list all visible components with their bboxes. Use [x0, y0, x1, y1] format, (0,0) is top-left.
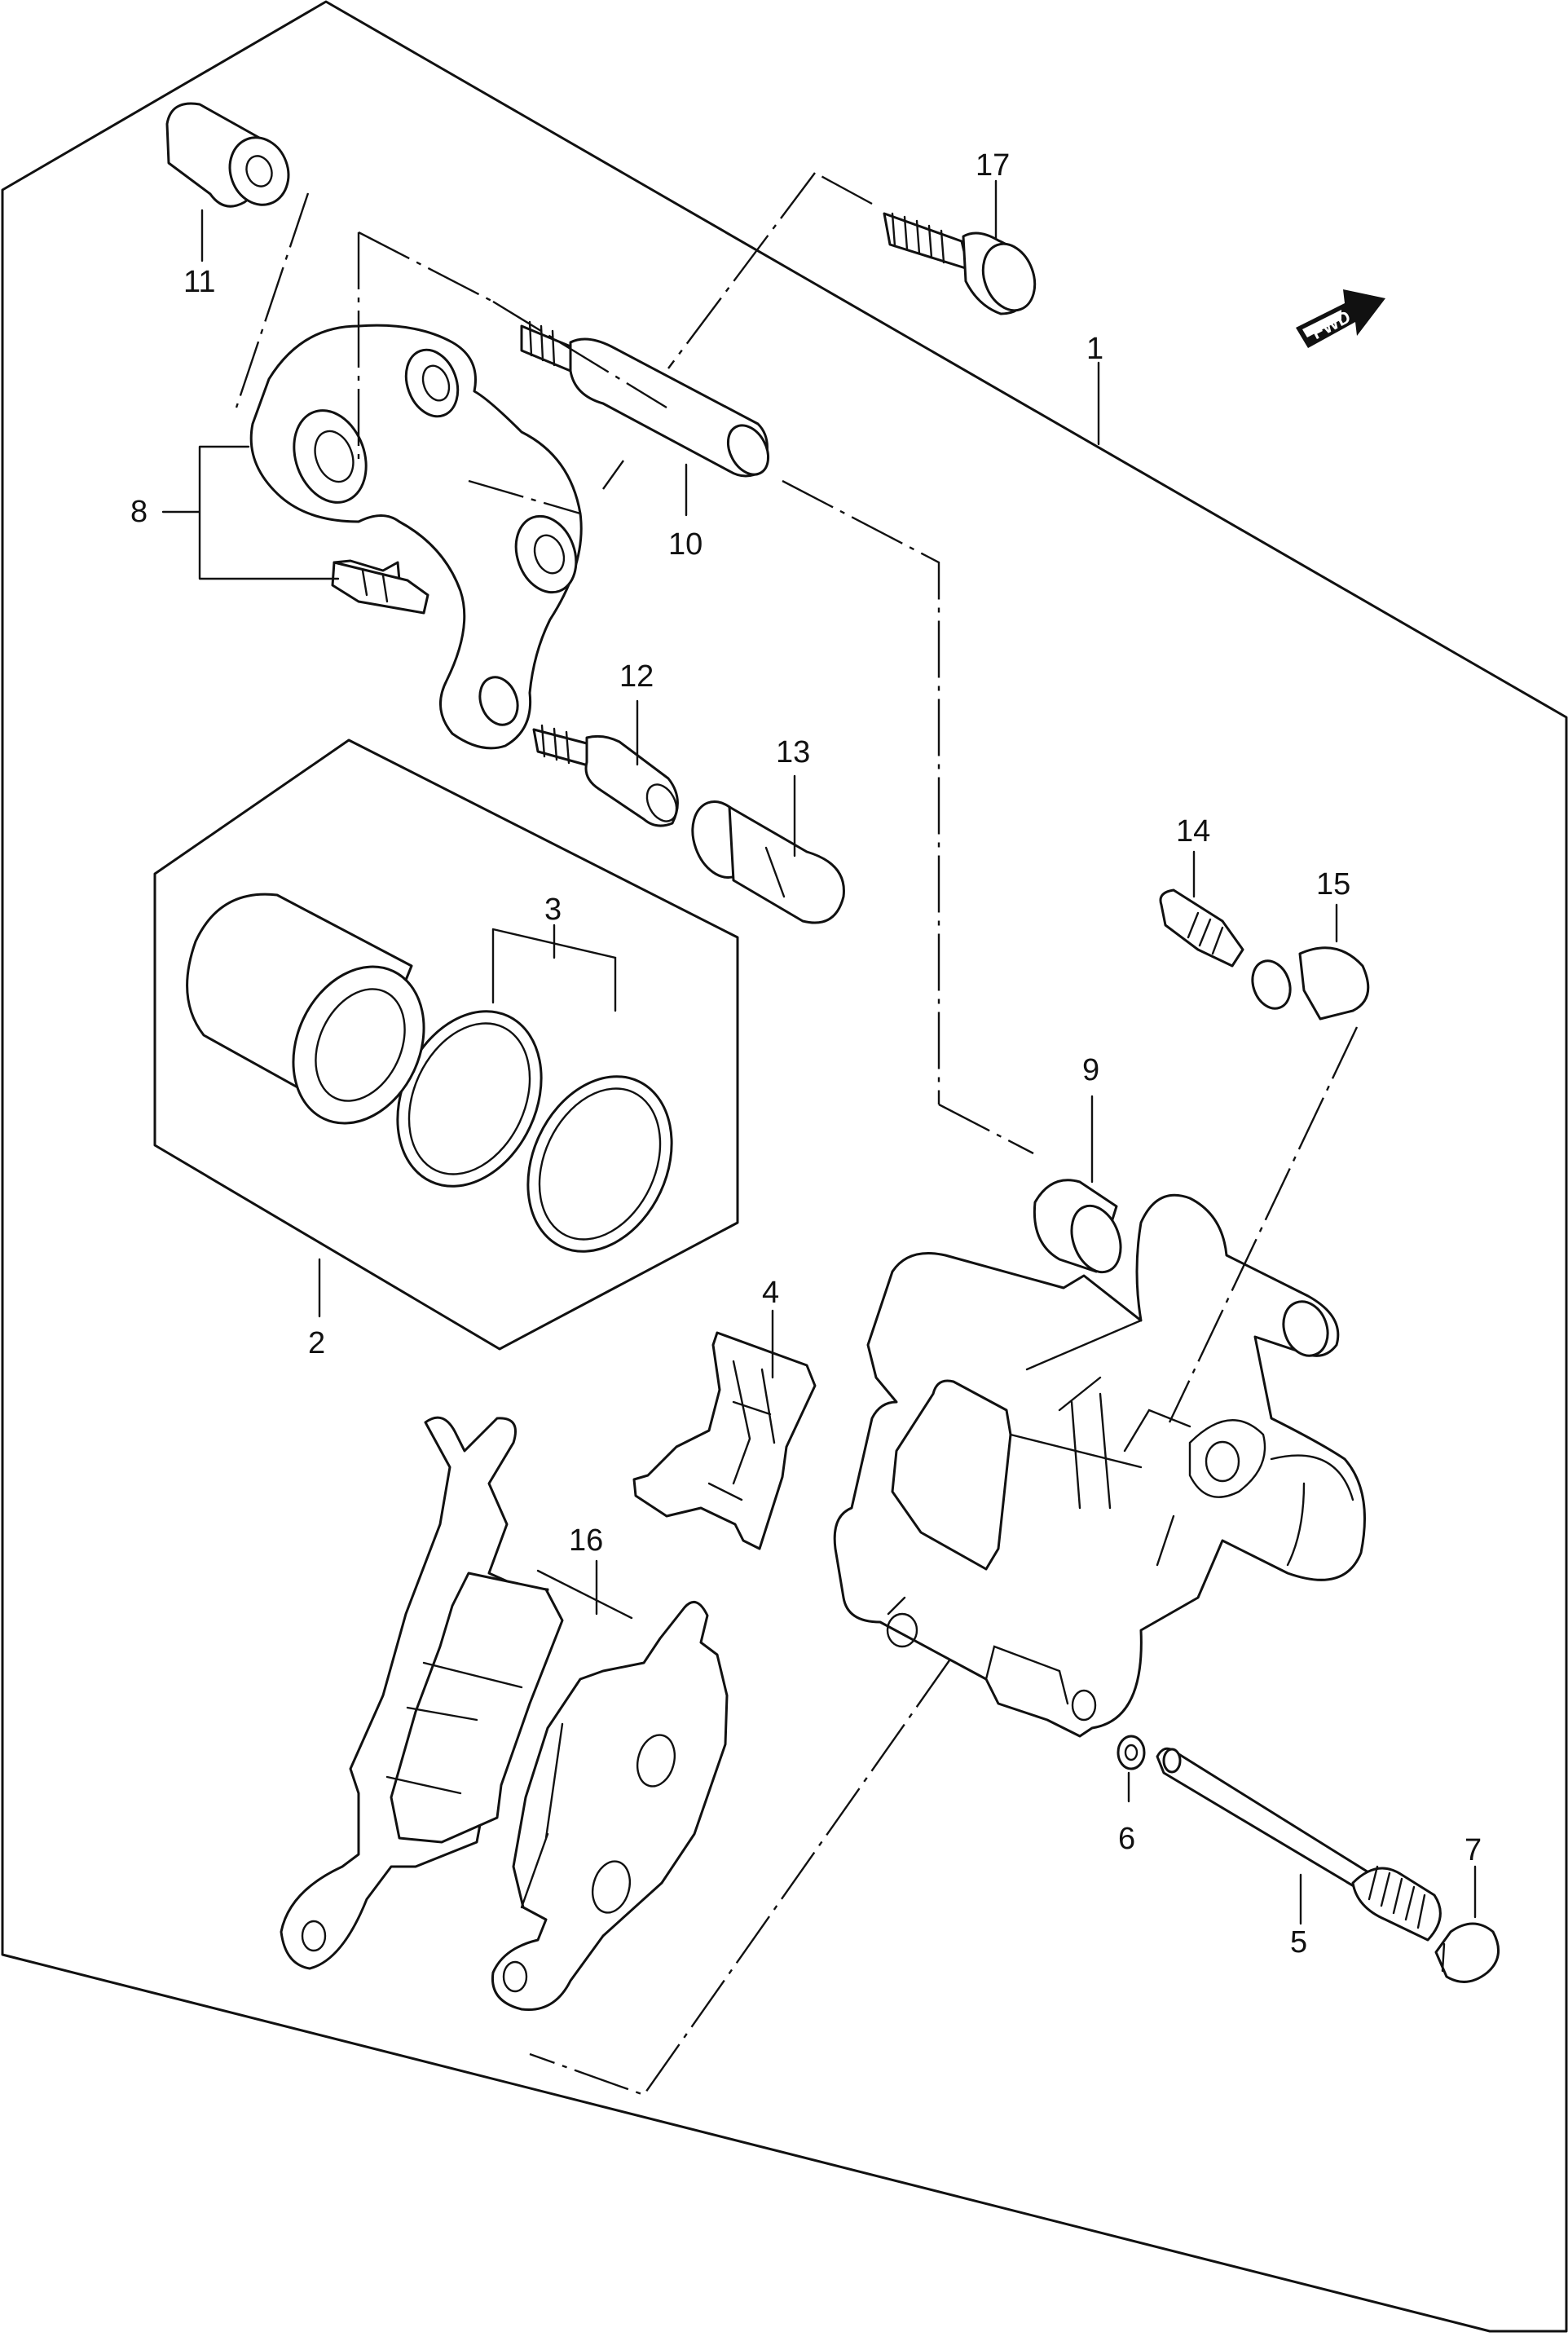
part-12-pin: [532, 724, 679, 827]
label-16: 16: [569, 1523, 603, 1558]
part-11-bushing: [165, 102, 290, 208]
label-12: 12: [619, 659, 654, 694]
label-4: 4: [762, 1276, 779, 1310]
label-14: 14: [1176, 814, 1210, 849]
part-15-cap: [1251, 946, 1370, 1021]
part-3-seals: [396, 1010, 673, 1253]
part-1-caliper-body: [833, 1193, 1366, 1738]
bracket-clip: [331, 561, 429, 615]
label-7: 7: [1464, 1833, 1482, 1867]
label-5: 5: [1290, 1925, 1307, 1960]
part-9-boot: [1033, 1179, 1122, 1274]
part-13-boot: [691, 800, 845, 924]
piston-kit-outline: [153, 738, 739, 1351]
leader-lines: [161, 179, 1477, 1925]
part-6-washer: [1117, 1735, 1146, 1770]
part-10-slide-pin: [520, 320, 770, 478]
part-5-pin: [1156, 1747, 1442, 1942]
label-9: 9: [1082, 1053, 1099, 1087]
label-13: 13: [776, 735, 810, 769]
label-10: 10: [668, 527, 703, 562]
part-2-piston: [186, 893, 425, 1125]
label-1: 1: [1086, 332, 1103, 366]
part-7-cap: [1434, 1922, 1500, 1983]
part-16-pads: [280, 1416, 729, 2012]
label-2: 2: [308, 1326, 325, 1360]
part-8-bracket: [249, 324, 583, 750]
label-15: 15: [1316, 867, 1350, 902]
alignment-lines: [235, 171, 1359, 2096]
label-6: 6: [1118, 1822, 1135, 1856]
fwd-arrow-icon: FWD: [1296, 289, 1385, 348]
part-4-pad-spring: [632, 1331, 817, 1550]
part-17-bolt: [883, 212, 1037, 315]
label-3: 3: [544, 893, 562, 927]
label-11: 11: [183, 265, 215, 299]
callout-numbers: 11 17 1 8 10 12 13 3 2 14 15 9 4 16 6 5 …: [130, 148, 1482, 1960]
label-17: 17: [976, 148, 1010, 183]
label-8: 8: [130, 495, 148, 529]
part-14-bleeder: [1159, 888, 1244, 968]
